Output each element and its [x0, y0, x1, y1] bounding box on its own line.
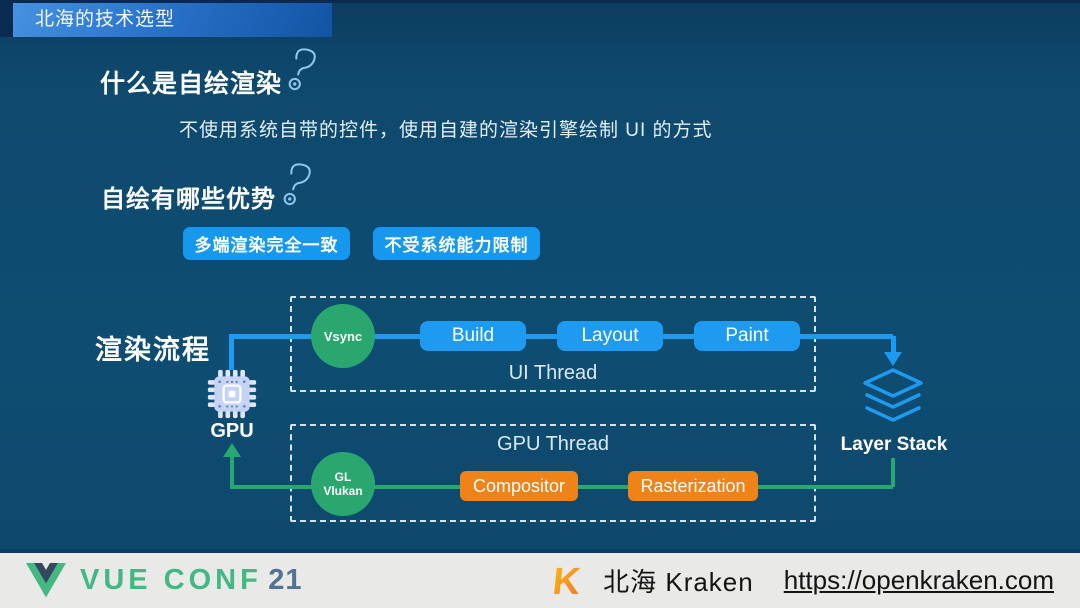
- ui-thread-label: UI Thread: [508, 362, 598, 384]
- vlukan-label: Vlukan: [323, 484, 363, 498]
- vueconf-logo-group: VUE CONF 21: [26, 563, 303, 598]
- compositor-step: Compositor: [460, 471, 578, 501]
- vueconf-year: 21: [268, 564, 303, 596]
- vsync-label: Vsync: [323, 328, 363, 344]
- back-to-gpu-line: [230, 456, 234, 487]
- gpu-thread-label: GPU Thread: [497, 433, 609, 455]
- advantage-badge: 多端渲染完全一致: [183, 227, 350, 260]
- top-strip: [0, 0, 1080, 3]
- vsync-node: Vsync: [311, 304, 375, 368]
- gpu-to-vsync-line: [229, 336, 234, 370]
- arrow-up-icon: [223, 443, 241, 457]
- build-step: Build: [420, 321, 526, 351]
- header-bar: [0, 3, 332, 37]
- layer-stack-label: Layer Stack: [840, 434, 948, 455]
- ui-thread-box: UI Thread: [290, 296, 816, 392]
- vueconf-brand: VUE CONF: [80, 564, 262, 596]
- to-layer-stack-line: [891, 336, 896, 353]
- kraken-url-link[interactable]: https://openkraken.com: [783, 565, 1054, 595]
- kraken-name: 北海 Kraken: [603, 567, 754, 597]
- rasterization-step: Rasterization: [628, 471, 758, 501]
- svg-text:K: K: [553, 561, 583, 601]
- footer: VUE CONF 21 K 北海 Kraken https://openkrak…: [0, 549, 1080, 608]
- advantages-heading: 自绘有哪些优势: [101, 186, 276, 213]
- kraken-logo-icon: K: [553, 561, 589, 601]
- gpu-label: GPU: [210, 420, 254, 442]
- vue-logo-icon: [26, 563, 66, 598]
- render-flow-title: 渲染流程: [95, 335, 211, 365]
- layout-step: Layout: [557, 321, 663, 351]
- header-accent-stripe: [0, 0, 13, 37]
- what-is-description: 不使用系统自带的控件，使用自建的渲染引擎绘制 UI 的方式: [179, 120, 713, 141]
- layer-stack-icon: [855, 366, 931, 433]
- kraken-group: K 北海 Kraken https://openkraken.com: [553, 561, 1054, 601]
- gpu-thread-box: GPU Thread: [290, 424, 816, 522]
- gl-label: GL: [334, 470, 352, 484]
- advantage-badge: 不受系统能力限制: [373, 227, 540, 260]
- gl-vulkan-node: GL Vlukan: [311, 452, 375, 516]
- question-mark-icon: [272, 158, 319, 222]
- question-mark-icon: [277, 43, 324, 107]
- paint-step: Paint: [694, 321, 800, 351]
- layer-stack-down-line: [891, 458, 895, 487]
- what-is-heading: 什么是自绘渲染: [100, 70, 283, 98]
- gpu-chip-icon: [206, 368, 258, 425]
- page-title: 北海的技术选型: [35, 9, 176, 30]
- arrow-down-icon: [884, 352, 902, 366]
